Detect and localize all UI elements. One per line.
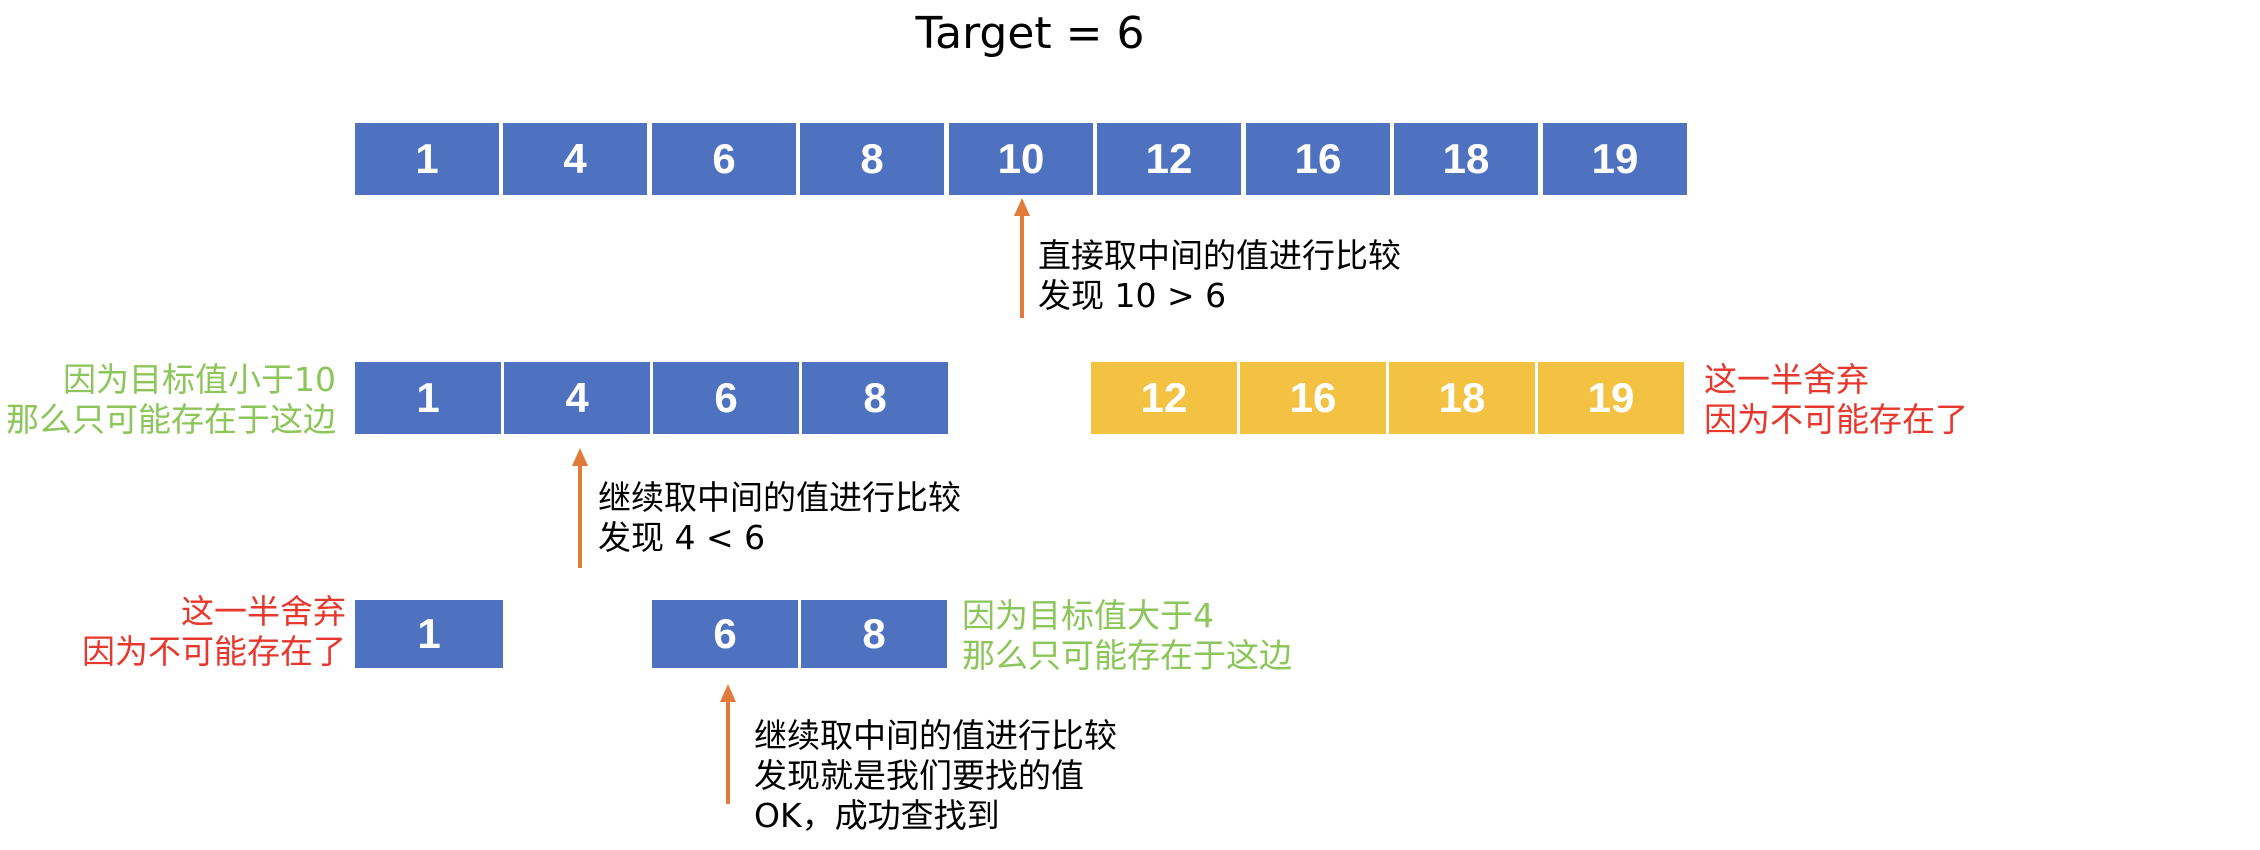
step3-note-line: 继续取中间的值进行比较 [754,716,1117,755]
array-cell: 19 [1543,123,1687,195]
step1-note-line: 发现 10 > 6 [1038,276,1227,315]
array-cell: 6 [652,123,796,195]
step3-note: 继续取中间的值进行比较 发现就是我们要找的值 OK，成功查找到 [754,716,1117,836]
keep-right-note-line: 那么只可能存在于这边 [962,636,1292,675]
step1-note: 直接取中间的值进行比较 发现 10 > 6 [1038,236,1401,316]
step1-note-line: 直接取中间的值进行比较 [1038,236,1401,275]
drop-right-note: 这一半舍弃 因为不可能存在了 [1704,360,1968,440]
array-cell: 8 [802,362,948,434]
discarded-cell: 16 [1240,362,1386,434]
step3-note-line: 发现就是我们要找的值 [754,756,1084,795]
drop-left-note-line: 这一半舍弃 [181,592,346,631]
array-cell: 6 [653,362,799,434]
drop-left-note-line: 因为不可能存在了 [82,632,346,671]
keep-left-note-line: 那么只可能存在于这边 [6,400,336,439]
array-row-3-right: 6 8 [652,600,949,672]
keep-right-note-line: 因为目标值大于4 [962,596,1214,635]
array-row-2-left: 1 4 6 8 [355,362,949,434]
drop-right-note-line: 因为不可能存在了 [1704,400,1968,439]
discarded-cell: 19 [1538,362,1684,434]
discarded-cell: 12 [1091,362,1237,434]
array-cell: 1 [355,362,501,434]
discarded-cell: 18 [1389,362,1535,434]
drop-right-note-line: 这一半舍弃 [1704,360,1869,399]
array-cell: 18 [1394,123,1538,195]
keep-right-note: 因为目标值大于4 那么只可能存在于这边 [962,596,1292,676]
array-cell: 8 [801,600,947,668]
array-row-3-left: 1 [355,600,503,672]
pointer-arrow-2 [572,448,588,568]
array-cell: 8 [800,123,944,195]
step2-note-line: 继续取中间的值进行比较 [598,478,961,517]
drop-left-note: 这一半舍弃 因为不可能存在了 [0,592,346,672]
pointer-arrow-1 [1014,198,1030,318]
pointer-arrow-3 [720,684,736,804]
array-cell: 1 [355,600,503,668]
array-cell: 12 [1097,123,1241,195]
array-cell: 1 [355,123,499,195]
array-row-1: 1 4 6 8 10 12 16 18 19 [355,123,1693,195]
array-row-2-right: 12 16 18 19 [1091,362,1693,434]
keep-left-note: 因为目标值小于10 那么只可能存在于这边 [0,360,336,440]
keep-left-note-line: 因为目标值小于10 [63,360,336,399]
array-cell: 4 [503,123,647,195]
array-cell-found: 6 [652,600,798,668]
array-cell: 16 [1246,123,1390,195]
array-cell-mid: 10 [949,123,1093,195]
step3-note-line: OK，成功查找到 [754,796,1000,835]
step2-note: 继续取中间的值进行比较 发现 4 < 6 [598,478,961,558]
array-cell-mid: 4 [504,362,650,434]
step2-note-line: 发现 4 < 6 [598,518,766,557]
diagram-title: Target = 6 [915,8,1145,59]
